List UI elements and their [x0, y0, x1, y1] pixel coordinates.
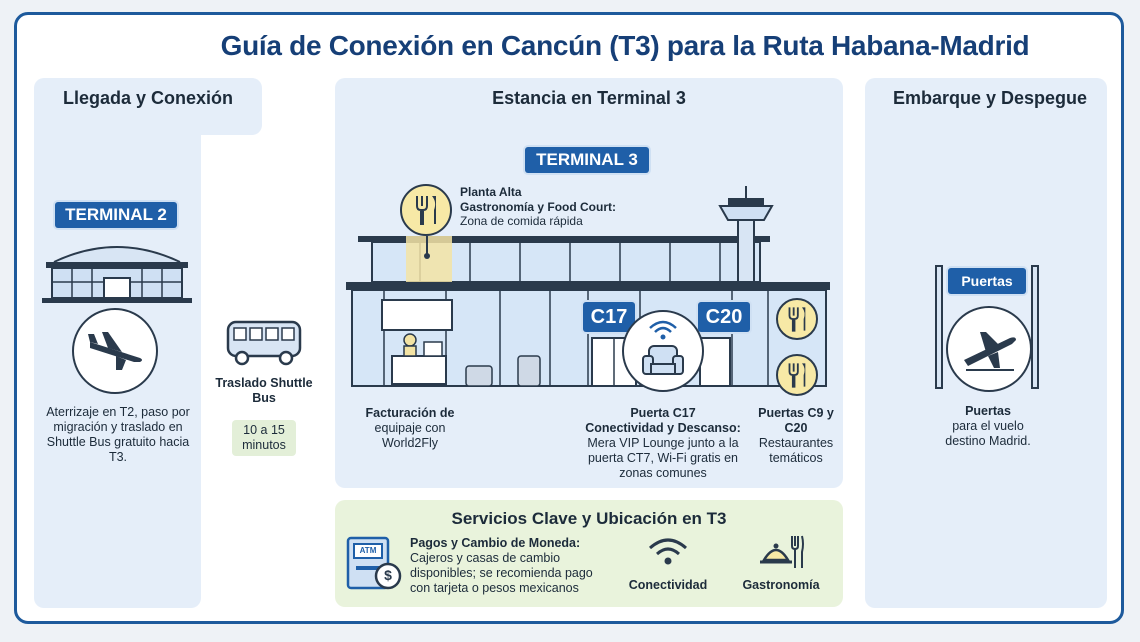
wifi-icon: [649, 538, 687, 565]
services-heading: Servicios Clave y Ubicación en T3: [451, 509, 727, 528]
gates-sign: Puertas: [948, 268, 1026, 294]
connectivity-label: Conectividad: [628, 578, 708, 592]
fork-knife-icon: [788, 307, 806, 332]
gates-sign-posts: [935, 265, 1039, 389]
restaurants-desc: Restaurantes temáticos: [758, 436, 834, 465]
gastronomy-label: Gastronomía: [742, 578, 820, 592]
checkin-text: Facturación de equipaje con World2Fly: [355, 406, 465, 451]
lounge-text: Puerta C17 Conectividad y Descanso: Mera…: [582, 406, 744, 481]
gate-c20-badge: C20: [698, 302, 750, 332]
bus-icon: [226, 320, 302, 366]
fork-knife-icon: [416, 196, 436, 225]
atm-label: ATM: [359, 546, 377, 555]
shuttle-time: 10 a 15 minutos: [242, 423, 286, 452]
checkin-desc: equipaje con World2Fly: [374, 421, 446, 450]
terminal-2-badge: TERMINAL 2: [55, 202, 177, 228]
services-panel: [335, 500, 843, 607]
upper-sub: Gastronomía y Food Court:: [460, 199, 616, 214]
lounge-desc: Mera VIP Lounge junto a la puerta CT7, W…: [587, 436, 739, 480]
upper-food-pointer: [424, 236, 430, 259]
restaurants-text: Puertas C9 y C20 Restaurantes temáticos: [752, 406, 840, 466]
airport-building-icon: [42, 246, 192, 303]
armchair-icon: [642, 345, 684, 375]
departure-plane-icon: [964, 332, 1016, 371]
left-heading: Llegada y Conexión: [62, 88, 234, 108]
right-text: Puertas para el vuelo destino Madrid.: [932, 404, 1044, 449]
airplane-icon: [88, 332, 142, 370]
left-description: Aterrizaje en T2, paso por migración y t…: [46, 405, 190, 464]
right-title: Puertas: [965, 404, 1011, 418]
dollar-icon: $: [384, 567, 392, 583]
restaurants-title: Puertas C9 y C20: [758, 406, 834, 435]
upper-title: Planta Alta: [460, 185, 522, 199]
right-desc: para el vuelo destino Madrid.: [945, 419, 1031, 448]
fork-knife-icon: [788, 363, 806, 388]
shuttle-time-box: [232, 420, 296, 456]
lounge-sub: Conectividad y Descanso:: [585, 421, 741, 435]
cloche-icon: [760, 535, 804, 568]
wifi-icon: [649, 320, 677, 340]
middle-heading: Estancia en Terminal 3: [492, 88, 686, 108]
payments-text: Pagos y Cambio de Moneda: Cajeros y casa…: [410, 536, 606, 596]
right-heading: Embarque y Despegue: [892, 88, 1088, 108]
lounge-title: Puerta C17: [630, 406, 696, 420]
gate-c17-badge: C17: [583, 302, 635, 332]
page-title: Guía de Conexión en Cancún (T3) para la …: [220, 30, 1030, 61]
payments-title: Pagos y Cambio de Moneda:: [410, 536, 581, 550]
shuttle-title: Traslado Shuttle Bus: [212, 376, 316, 406]
terminal-3-badge: TERMINAL 3: [525, 147, 649, 173]
payments-desc: Cajeros y casas de cambio disponibles; s…: [410, 551, 593, 595]
checkin-title: Facturación de: [365, 406, 455, 420]
upper-desc: Zona de comida rápida: [460, 214, 583, 228]
upper-level-text: Planta Alta Gastronomía y Food Court: Zo…: [460, 185, 640, 229]
shuttle-title-text: Traslado Shuttle Bus: [215, 376, 313, 405]
atm-icon: [346, 536, 402, 590]
